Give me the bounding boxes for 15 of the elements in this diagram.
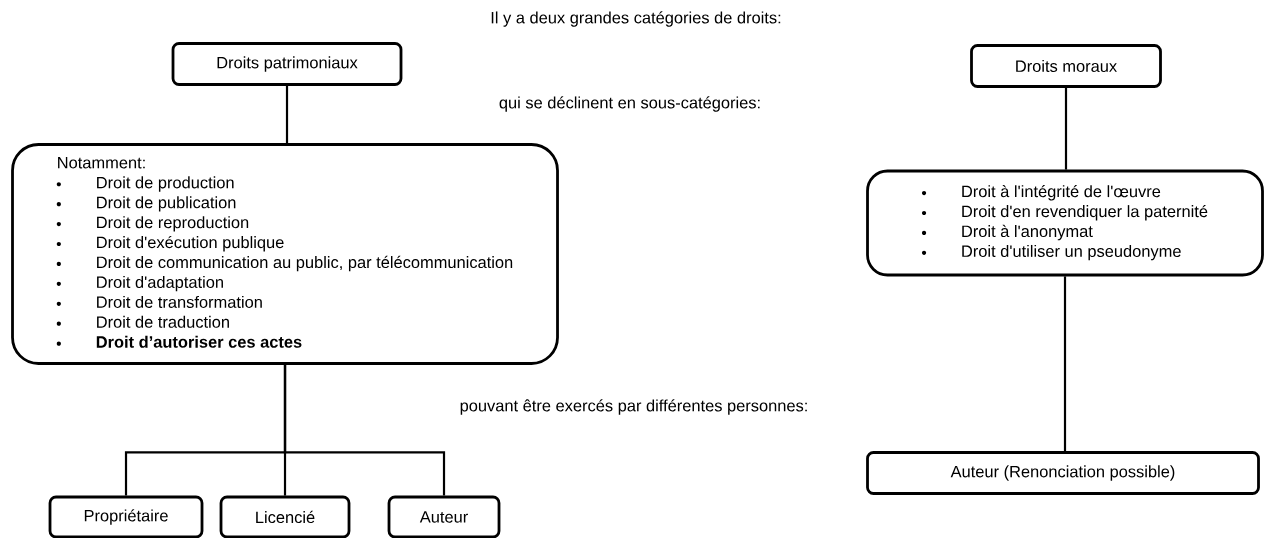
annotation-text: pouvant être exercés par différentes personnes:	[460, 399, 807, 415]
holder-box: Auteur (Renonciation possible)	[866, 451, 1260, 495]
connector-line	[1064, 87, 1068, 170]
connector-line	[285, 85, 289, 144]
holder-box: Auteur	[387, 495, 501, 538]
rights-list-box: Droit à l'intégrité de l'œuvre Droit d'en revendiquer la paternité Droit à l'anonymat Droit d'utiliser un pseudonyme	[866, 169, 1264, 277]
connector-line	[283, 364, 446, 496]
rights-list-box: Notamment: Droit de production Droit de publication Droit de reproduction Droit d'exécution publique Droit de communication au public, par télécommunication Droit d'adaptation Droit de transformation Droit de traduction Droit d’autoriser ces actes	[11, 143, 559, 365]
category-box: Droits patrimoniaux	[171, 42, 403, 86]
annotation-text: Il y a deux grandes catégories de droits:	[491, 11, 781, 27]
category-box: Droits moraux	[970, 44, 1162, 88]
holder-box: Propriétaire	[48, 495, 204, 538]
annotation-text: qui se déclinent en sous-catégories:	[499, 96, 760, 112]
holder-box: Licencié	[219, 495, 351, 538]
connector-line	[1063, 276, 1067, 452]
